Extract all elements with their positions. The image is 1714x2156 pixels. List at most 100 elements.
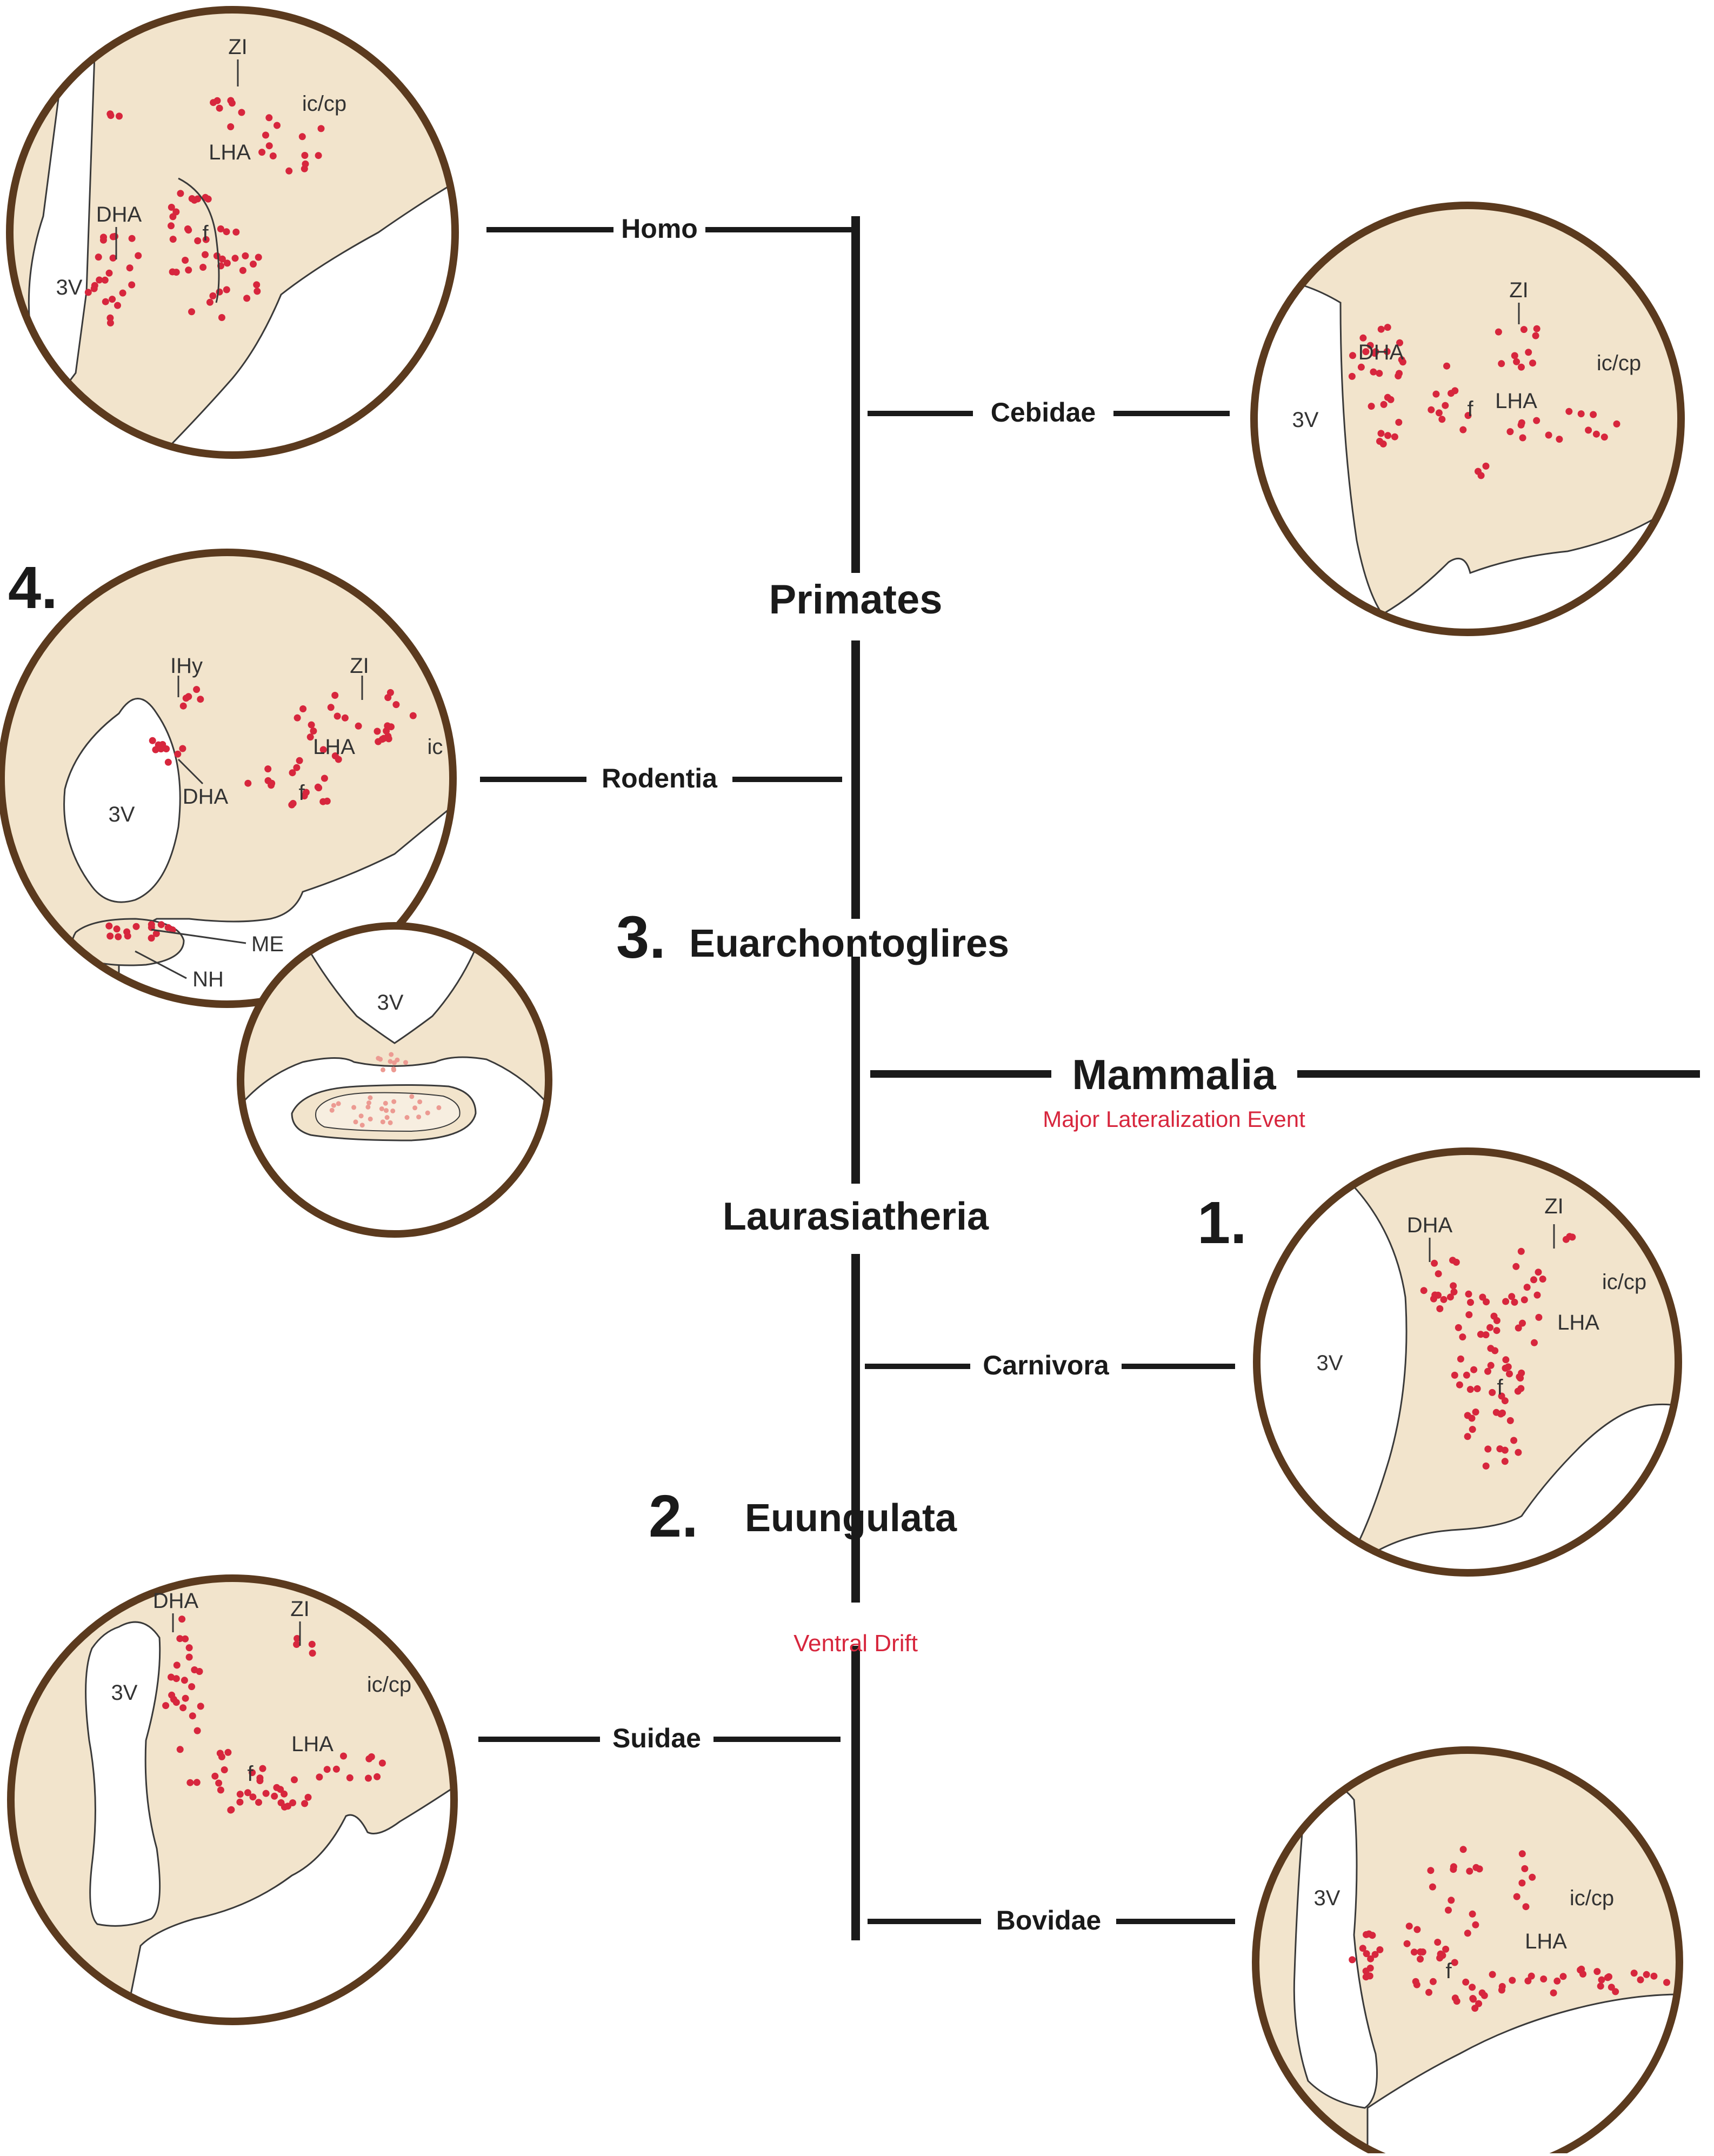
homo-dot-42	[102, 298, 109, 305]
carnivora-dot-56	[1535, 1313, 1543, 1321]
inset-dot-29	[359, 1123, 365, 1128]
rodentia-3v-label: 3V	[109, 803, 135, 826]
carnivora-dot-21	[1515, 1324, 1522, 1332]
homo-dot-35	[109, 296, 116, 303]
suidae-dot-45	[255, 1799, 262, 1806]
rodentia-zi-label: ZI	[350, 654, 369, 678]
inset-neuron-dots	[329, 1052, 442, 1128]
suidae-dot-2	[185, 1653, 193, 1661]
carnivora-dot-42	[1457, 1355, 1464, 1363]
homo-dot-36	[109, 254, 117, 262]
homo-dot-70	[255, 253, 262, 261]
homo-dot-2	[116, 112, 123, 120]
cebidae-dot-8	[1357, 363, 1365, 371]
homo-neuron-dots	[84, 97, 325, 326]
bovidae-dot-18	[1405, 1923, 1413, 1930]
inset-dot-14	[380, 1119, 385, 1125]
mammalia-note: Major Lateralization Event	[1043, 1106, 1305, 1132]
carnivora-dot-44	[1486, 1324, 1494, 1331]
homo-dot-61	[202, 251, 209, 258]
carnivora-dot-2	[1452, 1258, 1460, 1266]
rodentia-dot-67	[115, 933, 122, 940]
suidae-dot-50	[301, 1800, 309, 1807]
homo-dot-56	[218, 314, 225, 321]
suidae-dot-7	[173, 1661, 181, 1669]
carnivora-dot-10	[1446, 1293, 1454, 1301]
carnivora-dot-41	[1502, 1298, 1510, 1305]
carnivora-dot-24	[1465, 1311, 1473, 1318]
suidae-dha-label: DHA	[153, 1589, 199, 1613]
suidae-dot-34	[249, 1769, 256, 1777]
bovidae-dot-79	[1478, 1989, 1486, 1997]
homo-f-label: f	[202, 222, 209, 245]
cebidae-dot-28	[1384, 432, 1392, 439]
suidae-dot-15	[181, 1677, 188, 1684]
rodentia-dot-52	[321, 775, 328, 782]
rodentia-dot-1	[197, 696, 204, 703]
homo-dot-83	[177, 190, 184, 197]
suidae-dot-38	[259, 1765, 266, 1772]
euungulata-label: Euungulata	[745, 1497, 957, 1540]
suidae-dot-33	[186, 1779, 194, 1786]
rodentia-dot-51	[268, 782, 275, 789]
rodentia-dot-49	[314, 783, 322, 791]
bovidae-dot-25	[1413, 1981, 1420, 1988]
homo-dot-38	[128, 235, 136, 242]
suidae-dot-61	[323, 1766, 331, 1773]
bovidae-dot-48	[1529, 1873, 1536, 1881]
inset-dot-20	[379, 1106, 384, 1111]
carnivora-dot-64	[1508, 1293, 1516, 1300]
euungulata-number: 2.	[649, 1483, 698, 1550]
suidae-dot-40	[271, 1792, 278, 1800]
bovidae-dot-8	[1363, 1931, 1370, 1938]
cebidae-dot-65	[1477, 472, 1485, 479]
suidae-dot-54	[273, 1784, 281, 1791]
suidae-3v-label: 3V	[111, 1681, 138, 1705]
primates-label: Primates	[769, 577, 942, 623]
rodentia-dot-68	[152, 930, 160, 937]
homo-dot-4	[265, 114, 273, 122]
carnivora-dot-13	[1435, 1270, 1442, 1278]
suidae-dot-3	[176, 1635, 184, 1643]
homo-dot-11	[238, 109, 245, 116]
homo-dot-41	[105, 269, 113, 277]
homo-3v-label: 3V	[56, 276, 83, 299]
rodentia-dot-26	[331, 692, 339, 699]
bovidae-third-ventricle	[1293, 1785, 1378, 2109]
carnivora-dot-35	[1487, 1361, 1495, 1369]
bovidae-dot-37	[1466, 1867, 1473, 1875]
suidae-dot-10	[162, 1702, 170, 1710]
rodentia-dot-70	[113, 925, 121, 933]
suidae-dot-47	[249, 1793, 257, 1801]
homo-zi-label: ZI	[228, 35, 248, 59]
carnivora-dot-12	[1435, 1291, 1442, 1299]
cebidae-dot-25	[1391, 433, 1398, 440]
carnivora-dot-48	[1506, 1370, 1513, 1378]
bovidae-dot-16	[1403, 1940, 1411, 1947]
bovidae-dot-61	[1559, 1973, 1567, 1980]
suidae-neuron-dots	[162, 1616, 386, 1814]
suidae-dot-21	[179, 1704, 187, 1712]
bovidae-panel: 3V ic/cp LHA f	[1252, 1746, 1683, 2156]
suidae-dot-58	[374, 1773, 381, 1780]
suidae-dot-13	[188, 1683, 196, 1691]
suidae-lha-label: LHA	[291, 1732, 334, 1756]
rodentia-dot-64	[106, 932, 114, 940]
rodentia-dot-15	[306, 733, 314, 741]
homo-dot-50	[184, 225, 191, 232]
homo-dot-80	[168, 204, 175, 211]
inset-dot-22	[329, 1107, 335, 1113]
rodentia-ihy-label: IHy	[170, 654, 203, 678]
bovidae-dot-31	[1459, 1846, 1467, 1853]
suidae-dot-65	[308, 1640, 316, 1648]
bovidae-iccp-label: ic/cp	[1570, 1886, 1614, 1910]
cebidae-dot-46	[1513, 358, 1520, 365]
homo-dot-25	[95, 253, 102, 261]
bovidae-dot-76	[1469, 1984, 1476, 1991]
carnivora-dot-3	[1431, 1259, 1438, 1267]
rodentia-dot-44	[244, 779, 252, 787]
bovidae-dot-66	[1650, 1972, 1658, 1980]
inset-dot-17	[368, 1095, 373, 1100]
